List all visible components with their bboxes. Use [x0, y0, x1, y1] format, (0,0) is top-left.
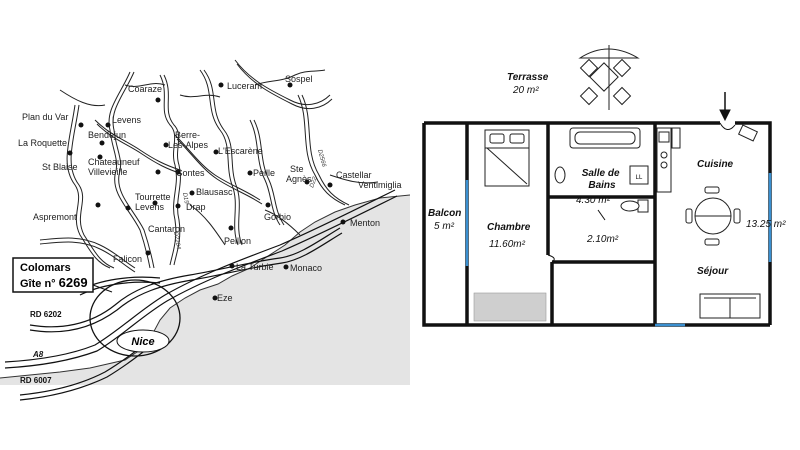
floor-plan: Terrasse 20 m² LL — [422, 45, 786, 327]
town-label: L'Escarène — [218, 146, 263, 156]
kitchen-appliance — [737, 124, 759, 142]
wardrobe — [473, 292, 547, 322]
sea-area — [0, 195, 410, 385]
town-label-line: Chateauneuf — [88, 157, 140, 167]
town-label: Luceram — [227, 81, 262, 91]
town-label: Menton — [350, 218, 380, 228]
nice-label-shape — [116, 329, 170, 353]
gite-marker-prefix: Gîte n° — [20, 278, 56, 290]
town-dots — [67, 82, 346, 301]
balcon-label: Balcon — [428, 208, 461, 219]
washing-machine — [629, 165, 649, 185]
town-label: Chateauneuf Villevieille — [88, 157, 142, 177]
town-label: Gorbio — [264, 212, 291, 222]
chambre-area: 11.60m² — [489, 239, 526, 250]
bathroom-door-swing — [597, 209, 606, 221]
dining-table — [685, 186, 741, 246]
entrance-door-swing — [719, 122, 736, 130]
couloir-area: 2.10m² — [586, 234, 619, 245]
bathtub — [569, 127, 641, 149]
town-label: Contes — [176, 168, 205, 178]
cuisine-area: 13.25 m² — [746, 219, 786, 230]
gite-marker-line2: Gîte n° 6269 — [20, 275, 88, 290]
town-label: St Blaise — [42, 162, 78, 172]
town-label: La Turbie — [236, 262, 274, 272]
town-label: Plan du Var — [22, 112, 68, 122]
town-label: Tourrette Levens — [135, 187, 175, 212]
terrace-furniture — [578, 45, 640, 110]
chambre-label: Chambre — [487, 222, 531, 233]
nice-city-circle — [89, 279, 181, 357]
town-label: Falicon — [113, 254, 142, 264]
washing-machine-label: LL — [636, 175, 643, 181]
kitchen-counter — [656, 127, 681, 193]
road-label-rd6202: RD 6202 — [30, 310, 62, 319]
gite-marker-box — [12, 257, 94, 293]
road-label-d15: D15 — [181, 192, 189, 205]
road-label-rd6007: RD 6007 — [20, 376, 52, 385]
city-label-nice: Nice — [131, 336, 154, 348]
town-label: Bendejun — [88, 130, 126, 140]
town-label-line: Les-Alpes — [168, 140, 209, 150]
cuisine-label: Cuisine — [697, 159, 734, 170]
gite-marker-pointer — [92, 284, 113, 293]
town-label: Castellar — [336, 170, 372, 180]
road-label-d2204: D2204 — [172, 231, 181, 250]
town-label: Eze — [217, 293, 233, 303]
town-label: Levens — [112, 115, 142, 125]
town-label: Aspremont — [33, 212, 77, 222]
town-label-line: Tourrette — [135, 192, 171, 202]
toilet — [620, 199, 649, 213]
sejour-label: Séjour — [697, 266, 729, 277]
town-label: Ventimiglia — [358, 180, 402, 190]
salle-de-bains-area: 4.30 m² — [576, 195, 611, 206]
bed — [484, 129, 530, 187]
town-label: Peille — [253, 168, 275, 178]
town-label: Coaraze — [128, 84, 162, 94]
balcon-area: 5 m² — [434, 221, 455, 232]
town-label-line: Villevieille — [88, 167, 127, 177]
terrasse-area: 20 m² — [512, 85, 539, 96]
gite-marker-number: 6269 — [59, 275, 88, 290]
town-label: Drap — [186, 202, 206, 212]
washbasin — [554, 166, 566, 184]
road-label-d2566: D2566 — [316, 149, 327, 168]
terrasse-label: Terrasse — [507, 72, 549, 83]
salle-de-bains-line1: Salle de — [582, 168, 620, 179]
road-label-d22: D22 — [309, 176, 319, 189]
town-label: Berre- Les-Alpes — [168, 125, 209, 150]
entrance-arrow — [719, 92, 731, 122]
sofa — [699, 293, 761, 319]
town-label: Ste Agnès — [286, 159, 312, 184]
town-label: Peillon — [224, 236, 251, 246]
town-label: Blausasc — [196, 187, 233, 197]
road-label-a8: A8 — [32, 350, 44, 359]
chambre-door-swing — [547, 254, 555, 263]
mountain-roads — [39, 59, 379, 273]
coastline — [0, 194, 410, 379]
region-map: Nice D2566 D22 D2204 D15 Plan du Var La … — [0, 59, 410, 401]
town-label: Sospel — [285, 74, 313, 84]
town-label-line: Ste — [290, 164, 304, 174]
salle-de-bains-line2: Bains — [588, 180, 616, 191]
town-label: La Roquette — [18, 138, 67, 148]
town-label: Cantaron — [148, 224, 185, 234]
gite-marker-line1: Colomars — [20, 262, 71, 274]
town-label-line: Levens — [135, 202, 165, 212]
town-label-line: Agnès — [286, 174, 312, 184]
windows — [465, 173, 772, 327]
town-label-line: Berre- — [175, 130, 200, 140]
town-label: Monaco — [290, 263, 322, 273]
salle-de-bains-label: Salle de Bains — [582, 168, 623, 191]
